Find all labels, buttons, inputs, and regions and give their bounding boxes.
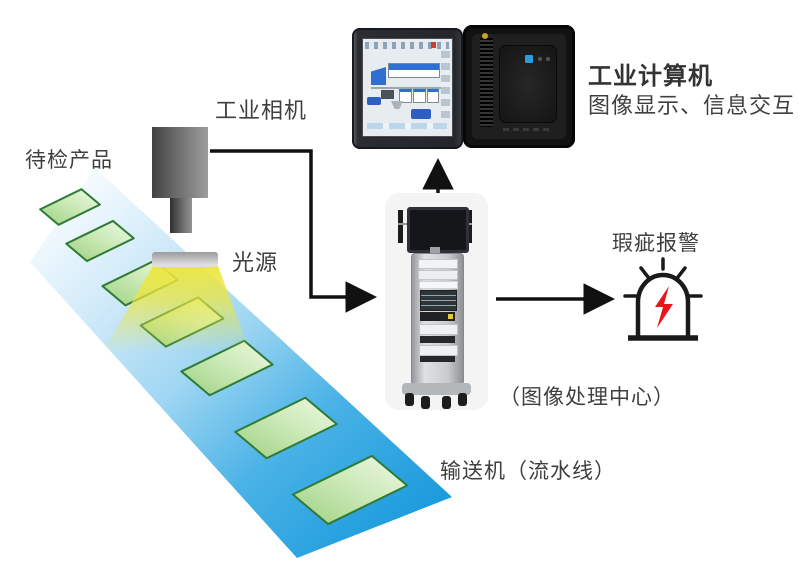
rack-cart-body	[411, 253, 464, 385]
led-indicator-dim-2	[546, 57, 550, 61]
scada-status-bars	[367, 123, 447, 129]
label-industrial-computer-subtitle: 图像显示、信息交互	[588, 93, 796, 118]
cart-wheel-2	[421, 396, 430, 409]
alarm-rays-icon	[623, 257, 703, 298]
industrial-camera-body	[152, 127, 208, 198]
scada-tank-small-2	[413, 89, 426, 103]
cart-wheel-4	[458, 393, 467, 406]
lightning-bolt-icon	[655, 286, 673, 328]
scada-tank-left	[371, 67, 386, 85]
cart-keyboard-tray	[419, 281, 458, 289]
alarm-dome	[635, 272, 691, 336]
scada-pipe-row	[371, 87, 449, 89]
product-item	[39, 188, 101, 226]
cart-base	[402, 383, 471, 395]
industrial-camera-lens	[170, 198, 192, 233]
heatsink-fins	[480, 38, 493, 127]
cart-shelf-1	[418, 259, 458, 269]
led-indicator-blue	[525, 55, 533, 63]
scada-screen	[362, 38, 453, 137]
cart-strip	[420, 312, 455, 321]
gold-screw-icon	[482, 33, 488, 39]
light-cone	[103, 266, 250, 352]
label-image-processing-center: （图像处理中心）	[499, 386, 675, 409]
port-row	[503, 128, 551, 131]
scada-truck-1	[367, 97, 381, 105]
scada-truck-2	[411, 109, 431, 119]
label-industrial-camera: 工业相机	[215, 98, 308, 123]
cart-yellow-button	[448, 314, 453, 319]
processing-rack-panel	[385, 193, 488, 410]
rack-monitor-neck	[430, 247, 440, 254]
rack-monitor	[407, 207, 469, 253]
led-indicator-dim-1	[538, 57, 542, 61]
light-source-bar	[152, 252, 218, 267]
cart-shelf-2	[418, 270, 458, 280]
scada-tank-small-1	[399, 89, 412, 103]
cart-wheel-3	[442, 396, 451, 409]
label-defect-alarm: 瑕疵报警	[612, 232, 700, 255]
cart-vent-2	[420, 356, 455, 362]
rack-mount-bar-left	[398, 210, 403, 243]
alarm-siren-icon	[623, 257, 703, 341]
industrial-pc-back	[463, 25, 575, 148]
product-item	[65, 219, 135, 263]
scada-alert-dot	[431, 42, 436, 48]
label-products-to-inspect: 待检产品	[25, 149, 113, 172]
industrial-pc-front	[352, 28, 463, 149]
cart-drawer-2	[419, 345, 458, 356]
product-item	[234, 396, 338, 460]
scada-hopper	[391, 101, 403, 109]
connector-camera-to-rack	[210, 149, 377, 313]
label-conveyor-line: 输送机（流水线）	[440, 460, 616, 483]
rack-mount-bar-right	[467, 210, 472, 243]
scada-toolbar	[365, 42, 449, 49]
product-item	[291, 454, 409, 526]
cart-drawer-1	[419, 324, 458, 335]
cart-control-screen	[420, 290, 457, 311]
label-industrial-computer-title: 工业计算机	[588, 63, 713, 90]
cart-wheel-1	[405, 393, 414, 406]
scada-tank-long-water	[389, 64, 439, 70]
cart-vent-1	[420, 336, 455, 343]
label-light-source: 光源	[232, 250, 279, 275]
scada-dark-module	[381, 90, 394, 99]
scada-sidebar	[441, 51, 450, 119]
scada-tank-small-3	[427, 89, 439, 103]
